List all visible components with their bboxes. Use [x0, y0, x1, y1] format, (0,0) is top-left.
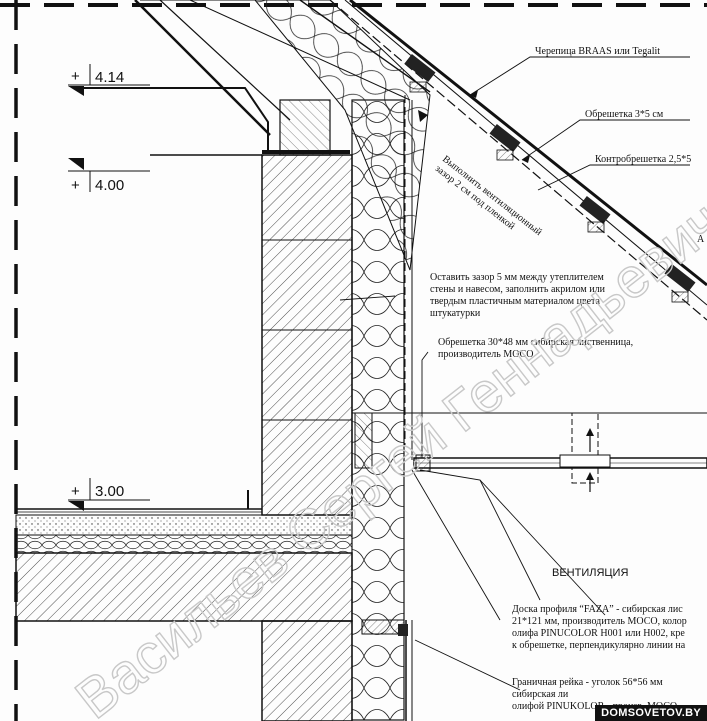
wall-cladding — [361, 619, 413, 721]
level-label-400: 4.00 — [95, 177, 124, 194]
gap5-line-3: твердым пластичным материалом цвета — [430, 296, 601, 307]
level-marker-300: + 3.00 — [68, 478, 150, 511]
level-marker-400: + 4.00 — [68, 154, 262, 194]
label-tile: Черепица BRAAS или Tegalit — [535, 46, 660, 57]
eave-soffit — [352, 412, 707, 492]
faza-line-4: к обрешетке, перпендикулярно линии на — [512, 640, 686, 651]
border-line-2: сибирская ли — [512, 689, 569, 700]
level-label-414: 4.14 — [95, 69, 124, 86]
label-ventilation: ВЕНТИЛЯЦИЯ — [552, 567, 628, 579]
floor-slab — [15, 490, 353, 721]
lath-line-1: Обрешетка 30*48 мм сибирская лиственница… — [438, 337, 633, 348]
gap5-line-1: Оставить зазор 5 мм между утеплителем — [430, 272, 605, 283]
site-badge: DOMSOVETOV.BY — [595, 705, 707, 721]
leader-arrowheads — [418, 90, 530, 163]
label-counter-batten: Контробрешетка 2,5*5 — [595, 154, 691, 165]
gap5-line-2: стены и навесом, заполнить акрилом или — [430, 284, 606, 295]
label-letter-a: А — [697, 234, 705, 245]
wall-insulation — [351, 99, 405, 721]
border-line-3: олифой PINUKOLOR - произв. МОСО — [512, 701, 677, 712]
wall-plate-timber — [262, 99, 350, 156]
faza-line-2: 21*121 мм, производитель МОСО, колор — [512, 616, 687, 627]
interior-ceiling — [80, 87, 269, 152]
faza-line-3: олифа PINUCOLOR H001 или H002, кре — [512, 628, 685, 639]
level-label-300: 3.00 — [95, 483, 124, 500]
level-plus-sign: + — [71, 68, 80, 85]
level-plus-sign: + — [71, 483, 80, 500]
lath-line-2: производитель МОСО — [438, 349, 533, 360]
faza-line-1: Доска профиля “FAZA” - сибирская лис — [512, 604, 683, 615]
masonry-wall — [261, 154, 353, 516]
roof-assembly — [134, 0, 707, 460]
vent-gap-line-1: Выполнить вентиляционный — [440, 154, 544, 239]
leader-lines — [339, 56, 690, 691]
level-plus-sign: + — [71, 177, 80, 194]
border-line-1: Граничная рейка - уголок 56*56 мм — [512, 677, 663, 688]
label-batten: Обрешетка 3*5 см — [585, 109, 664, 120]
gap5-line-4: штукатурки — [430, 308, 481, 319]
level-marker-414: + 4.14 — [68, 64, 150, 96]
